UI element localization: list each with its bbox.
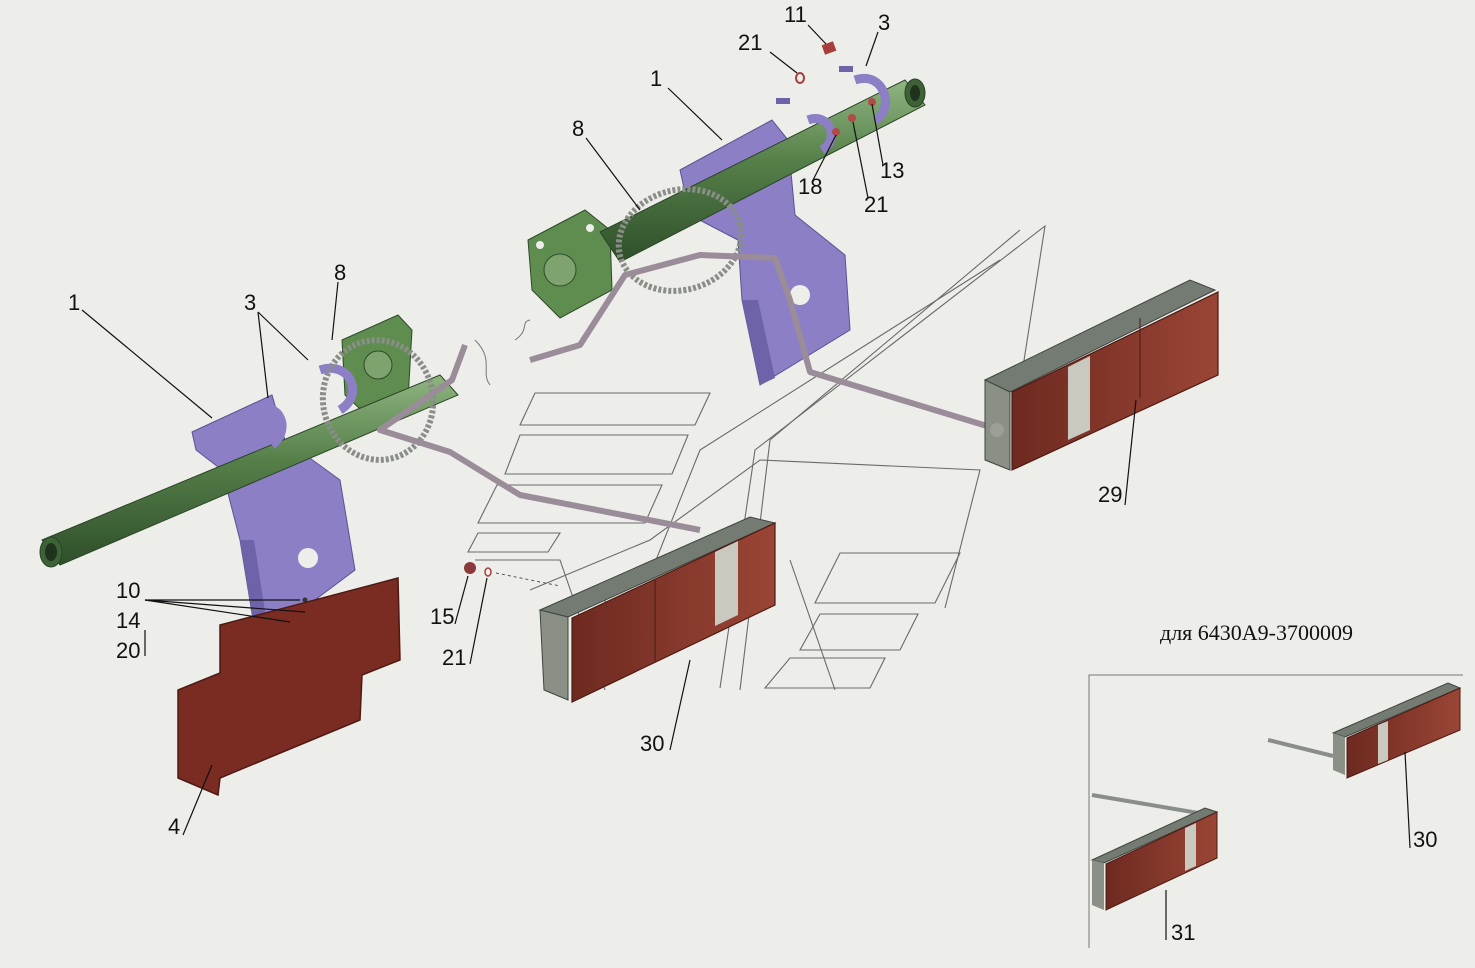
- callout-15: 15: [430, 604, 454, 629]
- callout-8-right: 8: [572, 116, 584, 141]
- inset-caption: для 6430А9-3700009: [1160, 620, 1353, 645]
- lamp-29: [983, 279, 1219, 471]
- left-cable: [377, 339, 701, 533]
- callout-13: 13: [880, 158, 904, 183]
- inset-lamp-31: [1090, 793, 1219, 911]
- callout-20: 20: [116, 638, 140, 663]
- right-cable: [514, 252, 1001, 433]
- inset-lamp-30: [1267, 682, 1462, 779]
- inset-frame: [1088, 674, 1463, 948]
- leader-lines: [81, 24, 1411, 940]
- right-clamps: [776, 41, 890, 154]
- callout-4: 4: [168, 814, 180, 839]
- callout-30-main: 30: [640, 731, 664, 756]
- callout-21-right: 21: [864, 192, 888, 217]
- right-tube: [599, 78, 926, 263]
- callout-10: 10: [116, 578, 140, 603]
- callout-labels: 1 3 8 1 8 11 21 3 13 18 21 29 10 14 20 1…: [68, 2, 1437, 945]
- callout-1-right: 1: [650, 66, 662, 91]
- right-flange: [527, 209, 613, 319]
- callout-1-left: 1: [68, 290, 80, 315]
- right-cable-strap: [615, 186, 745, 294]
- callout-29: 29: [1098, 482, 1122, 507]
- callout-14: 14: [116, 608, 140, 633]
- callout-11: 11: [784, 2, 807, 27]
- callout-31: 31: [1171, 920, 1195, 945]
- callout-3-right: 3: [878, 10, 890, 35]
- license-plate-4: [177, 577, 401, 797]
- callout-21-lower: 21: [442, 645, 466, 670]
- lamp-30: [464, 516, 777, 703]
- callout-30-inset: 30: [1413, 827, 1437, 852]
- callout-21-top: 21: [738, 30, 762, 55]
- left-tube: [39, 374, 459, 568]
- callout-8-left: 8: [334, 260, 346, 285]
- callout-18: 18: [798, 174, 822, 199]
- callout-3-left: 3: [244, 290, 256, 315]
